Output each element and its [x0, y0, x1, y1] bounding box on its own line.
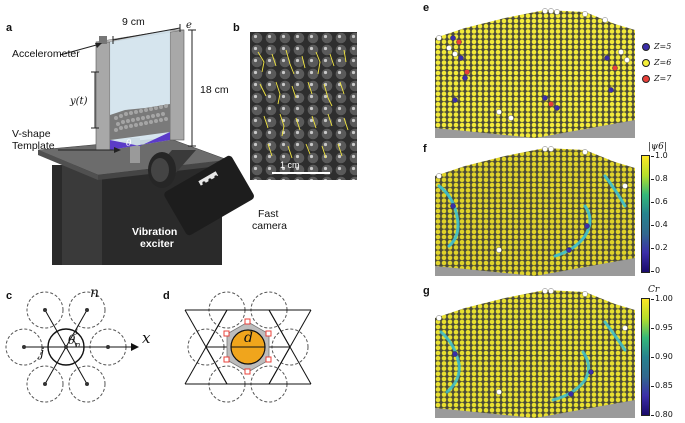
colorbar-f-tick: 0.4: [651, 220, 668, 229]
e-label: e: [186, 20, 192, 31]
panel-label-d: d: [163, 290, 170, 302]
colorbar-g-tick: 0.90: [651, 352, 673, 361]
colorbar-g: [641, 298, 650, 416]
legend-item-z6: Z=6: [642, 58, 671, 67]
width-dimension-label: 9 cm: [122, 16, 145, 28]
packing-map-f: [435, 146, 635, 276]
v-shape-template: [110, 132, 170, 150]
tracking-photo: [250, 32, 357, 180]
vibration-exciter-label-line2: exciter: [140, 238, 174, 250]
legend-swatch-z6: [642, 58, 650, 67]
height-dimension-label: 18 cm: [200, 84, 229, 96]
accelerometer-label: Accelerometer: [12, 48, 80, 60]
accelerometer: [99, 36, 107, 44]
bond-angle-diagram: [5, 291, 139, 403]
theta-label: θ: [126, 139, 132, 149]
container-frame-left: [95, 41, 111, 151]
packing-map-g: [435, 288, 635, 418]
fast-camera-label-line2: camera: [252, 220, 288, 232]
panel-label-f: f: [423, 143, 427, 155]
colorbar-g-title: Cr: [648, 285, 660, 295]
diameter-d-label: d: [244, 330, 253, 346]
yt-label: y(t): [70, 96, 88, 107]
colorbar-g-tick: 0.95: [651, 323, 673, 332]
neighbor-n-label: n: [90, 285, 100, 301]
fast-camera-label-line1: Fast: [258, 208, 279, 220]
neighbor-circle: [26, 291, 64, 329]
legend-label-z6: Z=6: [654, 58, 672, 67]
hexagonal-cell-diagram: [184, 291, 312, 403]
vibration-exciter-label-line1: Vibration: [132, 226, 178, 238]
panel-label-a: a: [6, 22, 13, 34]
container-frame-right: [169, 29, 185, 141]
colorbar-f: [641, 155, 650, 273]
legend-label-z5: Z=5: [654, 42, 672, 51]
center-j-label: j: [40, 346, 45, 361]
legend-swatch-z7: [642, 74, 650, 83]
theta-nj-label: θnj: [68, 326, 83, 350]
colorbar-f-tick: 0: [650, 266, 661, 275]
theta-subscript: n: [75, 340, 81, 350]
x-axis-label: x: [142, 329, 151, 347]
legend-item-z5: Z=5: [642, 42, 671, 51]
colorbar-g-tick: 0.85: [651, 381, 673, 390]
apparatus-illustration: [37, 24, 254, 265]
vshape-label-line1: V-shape: [12, 128, 51, 140]
colorbar-f-tick: 0.8: [651, 174, 668, 183]
panel-label-g: g: [423, 285, 430, 297]
theta-superscript: j: [75, 326, 78, 335]
legend-swatch-z5: [642, 42, 650, 51]
colorbar-f-tick: 1.0: [651, 151, 668, 160]
theta-symbol: θ: [68, 333, 76, 347]
colorbar-f-title: |ψ6|: [648, 142, 667, 152]
scale-bar-label: 1 cm: [280, 160, 300, 170]
panel-label-b: b: [233, 22, 240, 34]
colorbar-f-tick: 0.6: [651, 197, 668, 206]
panel-label-e: e: [423, 2, 430, 14]
colorbar-g-tick: 0.80: [651, 410, 673, 419]
legend-label-z7: Z=7: [654, 74, 672, 83]
legend-item-z7: Z=7: [642, 74, 671, 83]
packing-map-e: [435, 8, 635, 138]
vshape-label-line2: Template: [12, 140, 55, 152]
colorbar-g-tick: 1.00: [651, 294, 673, 303]
colorbar-f-tick: 0.2: [651, 243, 668, 252]
panel-label-c: c: [6, 290, 13, 302]
